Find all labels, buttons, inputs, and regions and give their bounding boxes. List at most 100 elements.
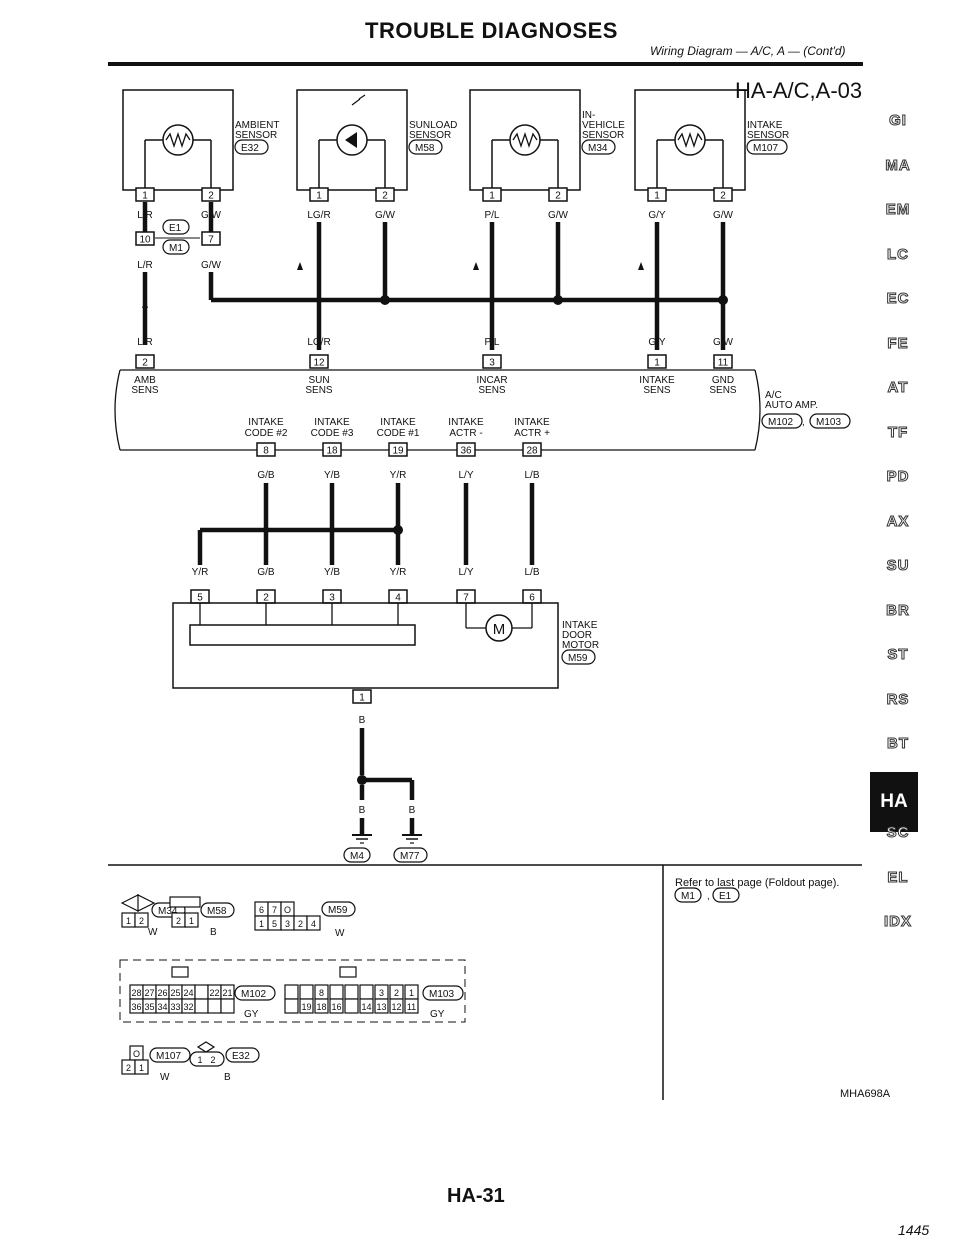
amp-outline bbox=[114, 369, 761, 451]
section-tab-at[interactable]: AT bbox=[887, 379, 909, 397]
connector-pin-cell bbox=[284, 984, 299, 1000]
section-tab-st[interactable]: ST bbox=[887, 646, 909, 664]
amp-upper-wire-color: G/Y bbox=[648, 337, 666, 348]
diagram-id: HA-A/C,A-03 bbox=[735, 78, 863, 103]
connector-pin-cell bbox=[389, 998, 404, 1014]
section-tab-sc[interactable]: SC bbox=[886, 824, 910, 842]
section-tab-ma[interactable]: MA bbox=[885, 156, 911, 174]
section-tab-tf[interactable]: TF bbox=[887, 423, 909, 441]
section-tab-pd[interactable]: PD bbox=[886, 468, 910, 486]
section-tab-lc[interactable]: LC bbox=[887, 245, 909, 263]
ground-wire-color: B bbox=[409, 805, 416, 816]
amp-upper-pin: 12 bbox=[313, 358, 325, 369]
sensor-name-label: SUNLOAD bbox=[409, 120, 457, 131]
ground-code: M77 bbox=[400, 851, 420, 862]
shield-arrow bbox=[142, 300, 148, 308]
section-tab-rs[interactable]: RS bbox=[886, 690, 910, 708]
section-tab-bt[interactable]: BT bbox=[887, 735, 909, 753]
amp-upper-pin-box bbox=[135, 354, 155, 369]
joint-code-oval bbox=[162, 219, 190, 235]
amp-lower-pin-box bbox=[522, 442, 542, 457]
sensor-box-E32 bbox=[122, 89, 234, 191]
connector-code-oval bbox=[321, 901, 356, 917]
connector-pin-cell bbox=[306, 915, 321, 931]
joint-pin: 7 bbox=[208, 235, 214, 246]
ground-code: M4 bbox=[350, 851, 364, 862]
section-tab-br[interactable]: BR bbox=[886, 601, 910, 619]
section-tab-el[interactable]: EL bbox=[887, 868, 909, 886]
sensor-pin: 2 bbox=[720, 191, 726, 202]
sensor-box-M58 bbox=[296, 89, 408, 191]
connector-code: M103 bbox=[429, 989, 454, 1000]
section-tab-ax[interactable]: AX bbox=[886, 512, 910, 530]
amp-name: AUTO AMP. bbox=[765, 400, 818, 411]
connector-pin: 36 bbox=[131, 1002, 141, 1012]
connector-pin: 35 bbox=[144, 1002, 154, 1012]
shield-arrow bbox=[638, 262, 644, 270]
sensor-symbol-icon bbox=[674, 124, 706, 156]
connector-pin: 1 bbox=[259, 919, 264, 929]
connector-color: B bbox=[210, 927, 217, 938]
sensor-connector-code-oval bbox=[408, 139, 443, 155]
connector-pin: O bbox=[284, 905, 291, 915]
amp-upper-pin: 11 bbox=[718, 358, 729, 369]
connector-pin: 2 bbox=[298, 919, 303, 929]
connector-pin: 1 bbox=[139, 1063, 144, 1073]
amp-upper-label: SENS bbox=[131, 385, 159, 396]
amp-connector-code-oval bbox=[809, 413, 851, 429]
connector-color: W bbox=[335, 928, 345, 939]
connector-pin: 2 bbox=[210, 1055, 215, 1065]
amp-lower-label: INTAKE bbox=[380, 417, 416, 428]
connector-pin: 28 bbox=[131, 988, 141, 998]
sensor-pin-box bbox=[548, 187, 568, 202]
amp-lower-label: INTAKE bbox=[448, 417, 484, 428]
motor-pin: 7 bbox=[463, 593, 469, 604]
amp-lower-wire-color: L/Y bbox=[458, 470, 473, 481]
connector-pin: 3 bbox=[285, 919, 290, 929]
section-tab-ec[interactable]: EC bbox=[886, 290, 910, 308]
section-tab-fe[interactable]: FE bbox=[887, 334, 909, 352]
amp-lower-label: INTAKE bbox=[314, 417, 350, 428]
amp-lower-pin-box bbox=[388, 442, 408, 457]
amp-lower-pin: 36 bbox=[460, 446, 472, 457]
connector-pin: 19 bbox=[301, 1002, 311, 1012]
section-tab-idx[interactable]: IDX bbox=[883, 913, 912, 931]
motor-ground-pin-box bbox=[352, 689, 372, 704]
connector-code: M107 bbox=[156, 1051, 181, 1062]
amp-lower-pin: 28 bbox=[526, 446, 538, 457]
junction-dot bbox=[357, 775, 367, 785]
connector-pin: 12 bbox=[391, 1002, 401, 1012]
sensor-pin-box bbox=[482, 187, 502, 202]
connector-pin: 33 bbox=[170, 1002, 180, 1012]
connector-key bbox=[169, 896, 201, 908]
section-tab-ha[interactable]: HA bbox=[870, 771, 918, 832]
amp-upper-pin-box bbox=[713, 354, 733, 369]
sensor-pin-box bbox=[647, 187, 667, 202]
sensor-connector-code: M34 bbox=[588, 143, 608, 154]
connector-pin-cell bbox=[359, 984, 374, 1000]
section-tab-gi[interactable]: GI bbox=[889, 112, 907, 130]
section-tab-em[interactable]: EM bbox=[885, 201, 911, 219]
connector-pin: 25 bbox=[170, 988, 180, 998]
amp-lower-label: CODE #2 bbox=[245, 428, 288, 439]
motor-pin: 2 bbox=[263, 593, 269, 604]
amp-lower-pin-box bbox=[322, 442, 342, 457]
connector-pin: 2 bbox=[139, 916, 144, 926]
motor-name-label: INTAKE bbox=[562, 620, 598, 631]
amp-upper-wire-color: P/L bbox=[484, 337, 499, 348]
amp-upper-label: SENS bbox=[478, 385, 506, 396]
connector-key-icon bbox=[196, 1041, 216, 1053]
sensor-pin-box bbox=[375, 187, 395, 202]
amp-lower-label: ACTR - bbox=[449, 428, 482, 439]
connector-key-icon bbox=[120, 894, 156, 912]
sensor-pin-box bbox=[713, 187, 733, 202]
amp-lower-label: INTAKE bbox=[248, 417, 284, 428]
sensor-symbol-icon bbox=[162, 124, 194, 156]
amp-lower-label: INTAKE bbox=[514, 417, 550, 428]
sensor-pin: 1 bbox=[654, 191, 660, 202]
amp-lower-pin: 8 bbox=[263, 446, 269, 457]
ground-code-oval bbox=[393, 847, 428, 863]
section-tab-su[interactable]: SU bbox=[886, 557, 910, 575]
connector-code-oval bbox=[200, 902, 235, 918]
connector-code-oval bbox=[225, 1047, 260, 1063]
